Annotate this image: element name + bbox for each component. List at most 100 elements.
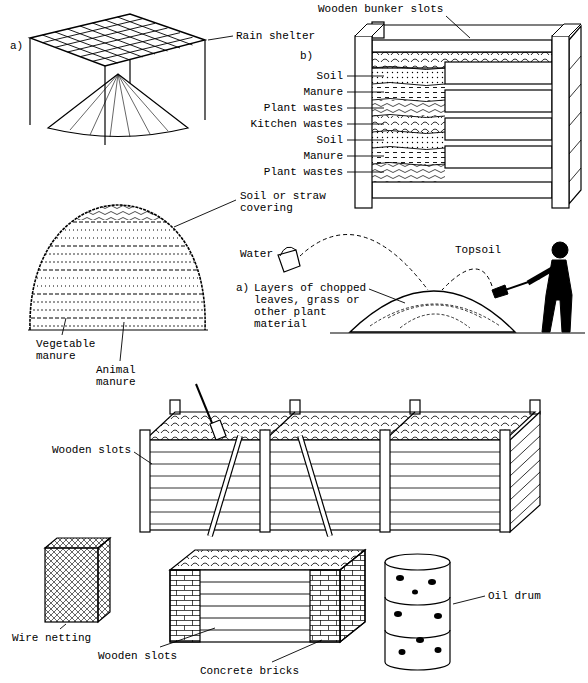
wire-netting-cage	[98, 538, 110, 622]
compost-dome	[120, 322, 124, 361]
brick-slot-box	[310, 570, 340, 642]
heap-building-scene	[369, 289, 405, 303]
wooden-bunker	[372, 67, 445, 166]
three-bay-bunker	[510, 412, 540, 532]
layer-label: Plant wastes	[264, 166, 343, 178]
compost-dome	[30, 205, 205, 330]
oil-drum	[435, 647, 442, 653]
oil-drum	[434, 613, 442, 619]
wooden-bunker	[569, 56, 581, 182]
compost-dome	[28, 330, 208, 331]
compost-dome	[62, 318, 66, 335]
wooden-bunker	[446, 16, 470, 38]
compost-dome	[25, 200, 210, 220]
wooden-bunker	[355, 36, 372, 208]
oil-drum	[385, 562, 450, 662]
layer-label: Manure	[303, 86, 343, 98]
wire-netting-cage	[60, 624, 66, 629]
brick-slot-box	[170, 550, 365, 570]
rain-shelter	[43, 19, 193, 62]
oil-drum	[385, 554, 450, 570]
wooden-bunker	[347, 16, 581, 208]
layer-label: Manure	[303, 150, 343, 162]
oil-drum	[385, 597, 450, 638]
oil-drum	[385, 554, 485, 670]
brick-slot-box	[160, 628, 215, 647]
part-label: Wooden bunker slots	[318, 3, 443, 15]
rain-shelter	[30, 14, 205, 66]
compost-dome	[30, 205, 205, 330]
rain-shelter	[208, 36, 233, 40]
heap-building-scene	[552, 242, 568, 258]
oil-drum	[385, 662, 450, 670]
compost-dome	[174, 200, 236, 227]
heap-building-scene	[505, 278, 540, 290]
wooden-bunker	[347, 76, 384, 172]
part-label: Concrete bricks	[200, 665, 299, 677]
brick-slot-box	[170, 570, 340, 642]
three-bay-bunker	[196, 384, 214, 428]
heap-building-scene	[300, 235, 428, 290]
figure-letter: a)	[236, 282, 249, 294]
part-label: Layers of chopped leaves, grass or other…	[254, 282, 376, 330]
part-label: Wire netting	[12, 632, 91, 644]
wooden-bunker	[445, 146, 552, 168]
part-label: Water	[240, 248, 273, 260]
part-label: Oil drum	[488, 590, 541, 602]
heap-building-scene	[350, 291, 515, 332]
part-label: Wooden slots	[52, 444, 131, 456]
wooden-bunker	[372, 182, 552, 198]
part-label: Soil or straw covering	[240, 190, 340, 214]
three-bay-bunker	[300, 436, 330, 536]
oil-drum	[412, 590, 418, 595]
oil-drum	[394, 575, 442, 655]
layer-label: Soil	[317, 134, 343, 146]
heap-building-scene	[442, 269, 492, 290]
wooden-bunker	[552, 36, 569, 208]
figure-letter: a)	[10, 40, 23, 52]
layer-label: Soil	[317, 70, 343, 82]
three-bay-bunker	[140, 430, 150, 532]
wooden-bunker	[355, 24, 581, 36]
three-bay-bunker	[510, 424, 540, 524]
oil-drum	[399, 649, 406, 655]
layer-label: Kitchen wastes	[251, 118, 343, 130]
three-bay-bunker	[500, 430, 510, 532]
wooden-bunker	[372, 164, 445, 182]
three-bay-bunker	[260, 430, 270, 532]
three-bay-bunker	[300, 436, 330, 536]
wooden-bunker	[445, 62, 552, 84]
rain-shelter	[104, 66, 105, 145]
wire-netting-cage	[45, 538, 110, 629]
part-label: Topsoil	[455, 244, 501, 256]
three-bay-bunker	[134, 452, 152, 464]
part-label: Animal manure	[96, 364, 156, 388]
compost-dome	[25, 200, 210, 326]
three-bay-bunker	[210, 436, 240, 536]
layer-label: Plant wastes	[264, 102, 343, 114]
compost-dome	[25, 200, 236, 361]
three-bay-bunker	[145, 412, 535, 440]
brick-slot-box	[272, 640, 322, 662]
wooden-bunker	[372, 40, 552, 52]
oil-drum	[394, 611, 402, 617]
brick-slot-box	[200, 582, 310, 630]
rain-shelter	[30, 14, 233, 145]
oil-drum	[416, 637, 424, 643]
wire-netting-cage	[45, 548, 98, 622]
rain-shelter	[204, 40, 205, 120]
three-bay-bunker	[210, 436, 240, 536]
part-label: Wooden slots	[98, 650, 177, 662]
three-bay-bunker	[380, 430, 390, 532]
oil-drum	[396, 575, 404, 581]
rain-shelter	[43, 17, 193, 63]
brick-slot-box	[340, 550, 365, 642]
part-label: Rain shelter	[236, 30, 315, 42]
three-bay-bunker	[210, 420, 226, 440]
compost-dome	[25, 222, 210, 318]
rain-shelter	[48, 74, 188, 137]
brick-slot-box	[340, 550, 365, 642]
three-bay-bunker	[134, 384, 540, 536]
heap-building-scene	[280, 247, 296, 256]
